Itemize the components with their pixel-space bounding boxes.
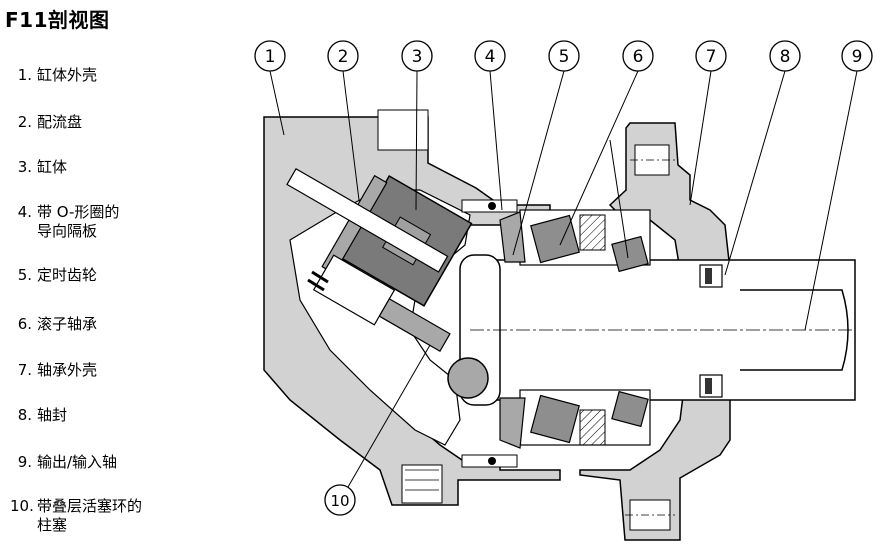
o-ring-top: [488, 202, 496, 210]
callout-7: 7: [689, 40, 727, 206]
shaft-seal-top-core: [705, 268, 712, 284]
bearing-housing: [579, 122, 731, 541]
spacer-bottom: [579, 409, 606, 446]
roller-bearing-top-left: [530, 214, 580, 264]
top-port: [377, 109, 429, 151]
legend-item-2: 2. 配流盘: [17, 113, 83, 131]
page-title: F11剖视图: [5, 8, 110, 32]
callout-10: 10: [324, 344, 431, 516]
legend-item-10: 10. 带叠层活塞环的 柱塞: [10, 497, 143, 534]
callout-4: 4: [474, 40, 506, 211]
callout-2: 2: [327, 40, 360, 201]
legend-item-7: 7. 轴承外壳: [17, 361, 98, 379]
bottom-port: [401, 464, 443, 504]
piston-rod: [378, 298, 451, 352]
roller-bearing-bottom-left: [530, 394, 580, 444]
svg-text:6: 6: [633, 47, 644, 67]
legend-item-1: 1. 缸体外壳: [17, 66, 98, 84]
legend-item-4: 4. 带 O-形圈的 导向隔板: [17, 203, 120, 240]
callout-9: 9: [804, 40, 873, 331]
callout-1: 1: [254, 40, 286, 136]
svg-text:5: 5: [559, 47, 570, 67]
legend-item-9: 9. 输出/输入轴: [17, 453, 118, 471]
parts-legend: 1. 缸体外壳 2. 配流盘 3. 缸体 4. 带 O-形圈的 导向隔板 5. …: [0, 0, 200, 559]
svg-text:9: 9: [852, 47, 863, 67]
spacer-top: [579, 214, 606, 251]
svg-text:2: 2: [338, 47, 349, 67]
callout-5: 5: [512, 40, 580, 256]
svg-text:7: 7: [706, 47, 717, 67]
timing-gear-top: [499, 211, 526, 263]
svg-text:1: 1: [265, 47, 276, 67]
svg-text:4: 4: [485, 47, 496, 67]
shaft-seal-bottom-core: [705, 378, 712, 394]
legend-item-8: 8. 轴封: [17, 406, 68, 424]
bottom-port-thread: [405, 469, 439, 491]
roller-bearing-top-right: [611, 235, 649, 273]
legend-item-5: 5. 定时齿轮: [17, 266, 98, 284]
o-ring-bottom: [488, 457, 496, 465]
cylinder-shaft: [286, 168, 449, 273]
piston-ball: [447, 357, 489, 399]
legend-item-3: 3. 缸体: [17, 158, 68, 176]
callout-6: 6: [559, 40, 654, 259]
svg-text:3: 3: [412, 47, 423, 67]
callout-8: 8: [724, 40, 801, 276]
piston-ring-stack: [307, 270, 329, 292]
svg-text:8: 8: [780, 47, 791, 67]
cross-section-drawing: 1 2 3 4 5 6 7 8 9: [254, 40, 873, 541]
svg-text:10: 10: [330, 492, 349, 510]
legend-item-6: 6. 滚子轴承: [17, 315, 98, 333]
callout-3: 3: [401, 40, 433, 211]
roller-bearing-bottom-right: [611, 390, 649, 428]
timing-gear-bottom: [499, 397, 526, 449]
